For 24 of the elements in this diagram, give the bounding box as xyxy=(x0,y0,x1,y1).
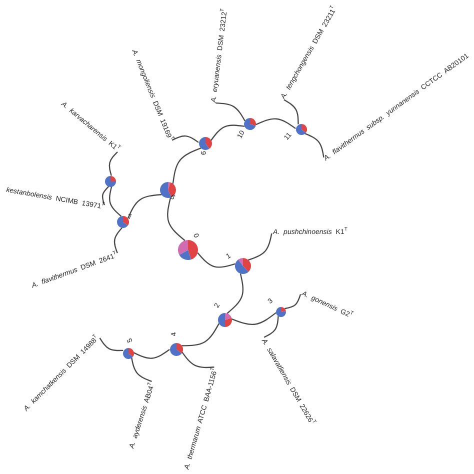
tree-branch xyxy=(304,132,324,158)
tree-branch xyxy=(182,323,220,346)
tree-branch xyxy=(130,357,152,382)
tree-branch xyxy=(102,186,110,206)
tree-branch xyxy=(216,102,246,122)
tree-branch xyxy=(172,135,199,143)
tree-branch xyxy=(226,273,244,314)
tree-branch xyxy=(264,316,279,338)
tree-branch xyxy=(256,118,296,129)
tree-branch xyxy=(232,312,276,326)
tree-branch xyxy=(284,294,302,310)
tree-branch xyxy=(114,228,122,254)
tree-branch xyxy=(172,148,202,184)
tree-branch xyxy=(108,152,118,176)
tree-branch xyxy=(109,186,122,217)
tree-branch xyxy=(133,349,170,359)
tree-branch xyxy=(99,338,124,352)
tree-branch xyxy=(210,124,245,141)
tree-branch xyxy=(248,233,272,261)
tree-branch xyxy=(167,197,186,241)
tree-branch xyxy=(127,194,162,219)
tree-branch xyxy=(284,99,299,124)
tree-branch xyxy=(181,351,214,368)
tree-branch xyxy=(197,252,236,268)
